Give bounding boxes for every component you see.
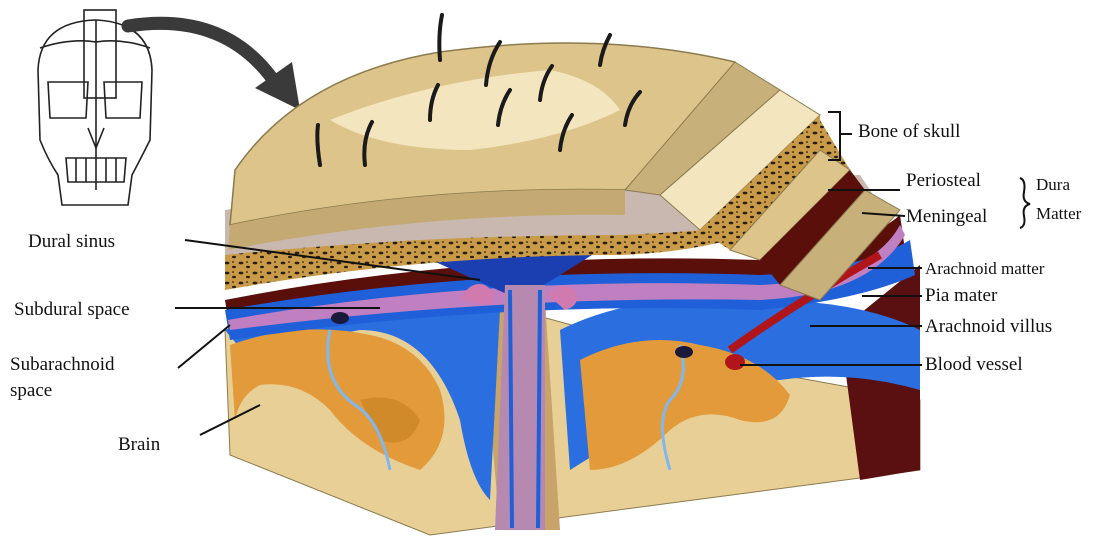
- skull-sketch: [38, 10, 152, 205]
- label-pia-mater: Pia mater: [925, 286, 997, 306]
- label-dura-matter-line2: Matter: [1036, 204, 1081, 224]
- label-bone-of-skull: Bone of skull: [858, 122, 960, 142]
- label-arachnoid-matter: Arachnoid matter: [925, 259, 1044, 279]
- label-blood-vessel: Blood vessel: [925, 355, 1023, 375]
- label-dura-matter-line1: Dura: [1036, 175, 1070, 195]
- label-brain: Brain: [118, 435, 160, 455]
- label-arachnoid-villus: Arachnoid villus: [925, 317, 1052, 337]
- label-subarachnoid-space-line1: Subarachnoid: [10, 355, 114, 375]
- label-subdural-space: Subdural space: [14, 300, 130, 320]
- label-subarachnoid-space-line2: space: [10, 381, 52, 401]
- label-meningeal: Meningeal: [906, 207, 987, 227]
- label-periosteal: Periosteal: [906, 171, 981, 191]
- label-dural-sinus: Dural sinus: [28, 232, 115, 252]
